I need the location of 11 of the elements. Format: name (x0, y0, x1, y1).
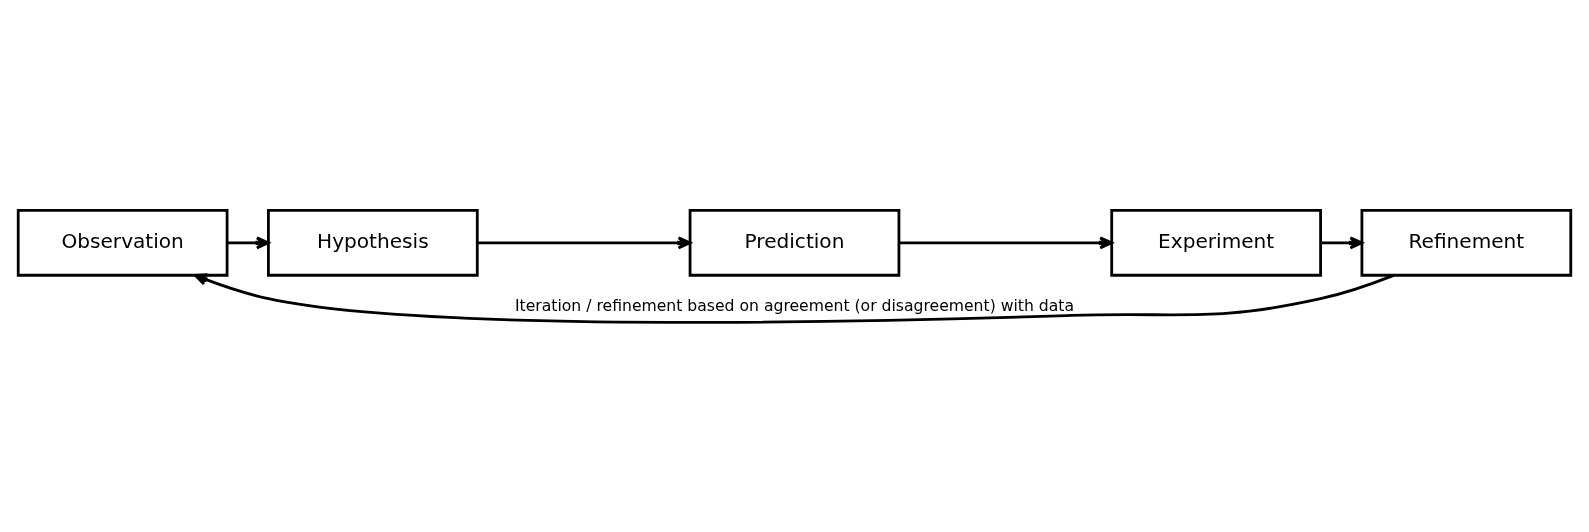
arrow (899, 235, 1113, 249)
node-box: Observation (16, 208, 229, 277)
arrow (193, 272, 1395, 324)
arrow (1320, 235, 1364, 249)
node-box: Hypothesis (267, 208, 479, 277)
arrow (227, 235, 270, 249)
arrow (477, 235, 692, 249)
node-box: Prediction (688, 208, 901, 277)
edge-label: Iteration / refinement based on agreement (or disagreement) with data (514, 295, 1075, 315)
node-box: Refinement (1360, 208, 1573, 277)
node-box: Experiment (1110, 208, 1322, 277)
